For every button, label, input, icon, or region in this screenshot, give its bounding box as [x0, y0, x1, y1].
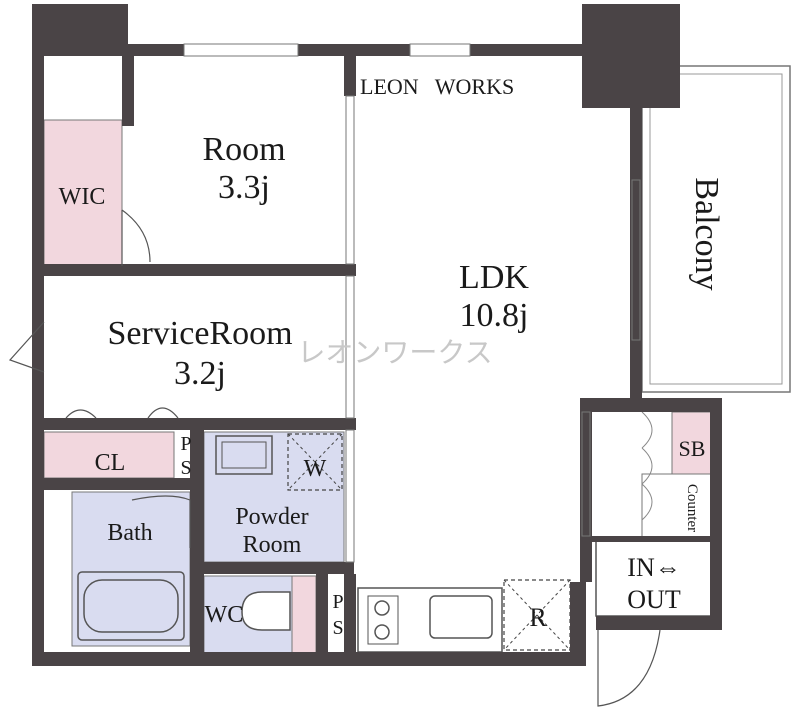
ps-lower-p: P [332, 591, 343, 613]
balcony-label: Balcony [688, 177, 725, 290]
shoe-cabinet [641, 473, 713, 539]
powder-label-2: Room [243, 532, 302, 558]
ps-lower-s: S [332, 617, 343, 639]
cl-label: CL [95, 450, 126, 476]
washer-box-x2 [287, 433, 343, 491]
room-size: 3.3j [218, 169, 270, 206]
bathtub [77, 571, 185, 641]
wic-area [43, 119, 123, 267]
washbasin-inner [221, 441, 267, 469]
ps-upper-s: S [180, 457, 191, 479]
room-name: Room [202, 131, 285, 168]
doors [8, 209, 661, 707]
wic-label: WIC [59, 184, 106, 210]
wc-tank-area [291, 575, 317, 655]
toilet [241, 591, 291, 631]
service-room-size: 3.2j [174, 355, 226, 392]
entrance-label-2: OUT [627, 585, 681, 614]
powder-room-area [203, 431, 345, 563]
washer-box [287, 433, 343, 491]
balcony-inner [649, 73, 783, 385]
sb-label: SB [679, 436, 706, 461]
counter-label: Counter [684, 484, 700, 532]
powder-label-1: Powder [235, 504, 308, 530]
service-room-name: ServiceRoom [107, 315, 292, 352]
windows [184, 45, 470, 55]
kitchen-sink [429, 595, 493, 639]
wc-label: WC [205, 602, 244, 628]
washbasin [215, 435, 273, 475]
balcony-outline [641, 65, 791, 393]
stove-burner-1 [374, 600, 390, 616]
cl-area [43, 431, 175, 479]
stove-frame [367, 595, 399, 645]
window-frames [183, 43, 641, 563]
w-label: W [304, 456, 327, 482]
entrance-label-1: IN⇔ [627, 553, 680, 582]
watermark: レオンワークス [297, 337, 492, 368]
sb-area [671, 411, 713, 475]
bath-area [71, 491, 191, 647]
brand-label: LEON WORKS [360, 74, 514, 99]
shoe-cabinet-arcs [641, 411, 653, 521]
ps-upper-p: P [180, 433, 191, 455]
fridge-box-x2 [503, 579, 571, 651]
ldk-size: 10.8j [460, 297, 529, 334]
bathtub-inner [83, 579, 179, 633]
bath-label: Bath [107, 520, 152, 546]
ldk-name: LDK [459, 259, 529, 296]
walls [32, 4, 722, 666]
r-label: R [529, 603, 547, 632]
stove-burner-2 [374, 624, 390, 640]
